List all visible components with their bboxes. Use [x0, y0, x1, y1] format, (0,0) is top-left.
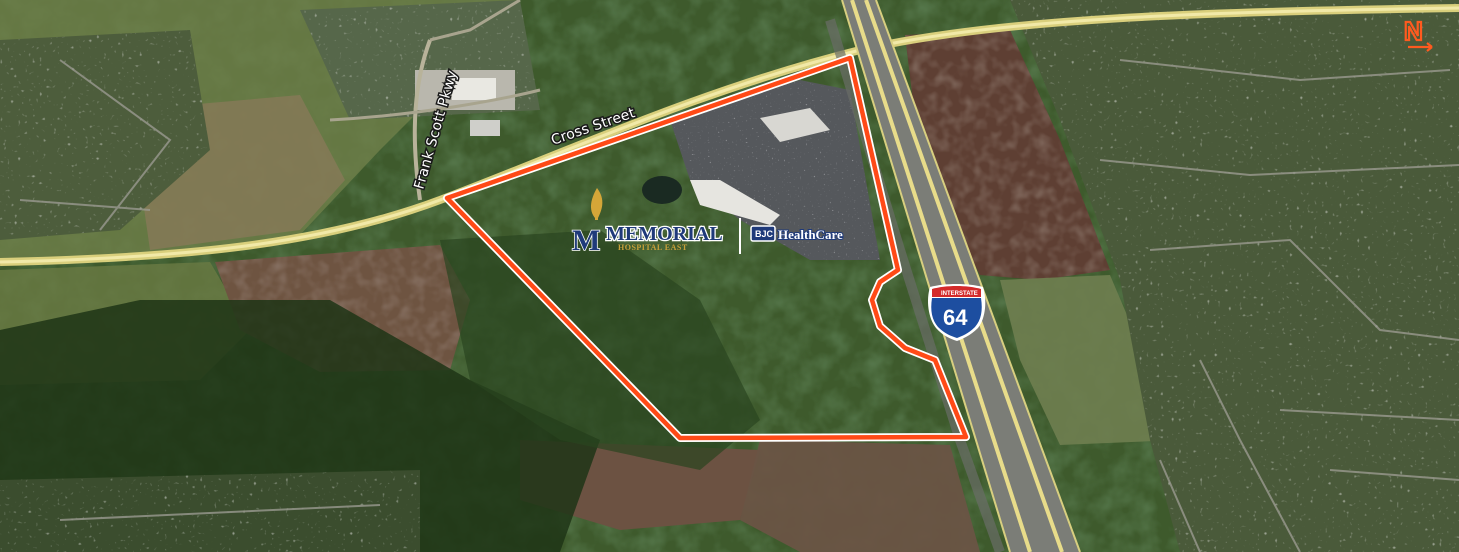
memorial-hospital-logo: M MEMORIAL HOSPITAL EAST	[571, 188, 741, 258]
logo-divider	[739, 218, 741, 254]
bjc-badge	[750, 225, 776, 242]
bjc-name: HealthCare	[778, 227, 843, 242]
plowed-field-southeast	[740, 440, 980, 552]
residential-streets	[19, 59, 1459, 552]
memorial-name: MEMORIAL	[606, 223, 723, 245]
small-building	[470, 120, 500, 136]
frank-scott-pkwy-road	[412, 39, 432, 201]
memorial-subtitle: HOSPITAL EAST	[618, 243, 688, 252]
shield-red-band	[932, 286, 981, 297]
site-boundary	[444, 55, 969, 441]
north-arrow-icon	[1408, 42, 1433, 52]
north-arrow-letter: N	[1404, 16, 1423, 46]
local-road	[329, 88, 541, 122]
hospital-campus	[642, 80, 880, 260]
bjc-healthcare-logo: BJC HealthCare	[750, 225, 844, 243]
interstate-64-shield: INTERSTATE 64	[928, 284, 986, 341]
pond	[642, 176, 682, 204]
hospital-building	[690, 180, 780, 225]
east-pasture	[1000, 275, 1180, 445]
north-arrow: N	[1403, 15, 1433, 52]
shield-blue-field	[931, 298, 982, 338]
bjc-badge-text: BJC	[755, 229, 774, 239]
medical-office-building	[760, 108, 830, 142]
memorial-monogram: M	[572, 224, 600, 257]
shield-top-text: INTERSTATE	[941, 291, 978, 297]
shield-number: 64	[943, 305, 968, 330]
commercial-building	[452, 78, 496, 100]
